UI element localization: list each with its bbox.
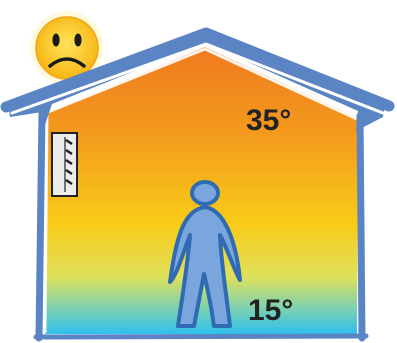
house-floor (36, 336, 366, 337)
house-left-wall (39, 112, 42, 338)
radiator-icon (52, 133, 77, 196)
temperature-bottom-label: 15° (248, 294, 293, 327)
temperature-top-label: 35° (246, 104, 291, 137)
house-right-wall (360, 116, 362, 338)
